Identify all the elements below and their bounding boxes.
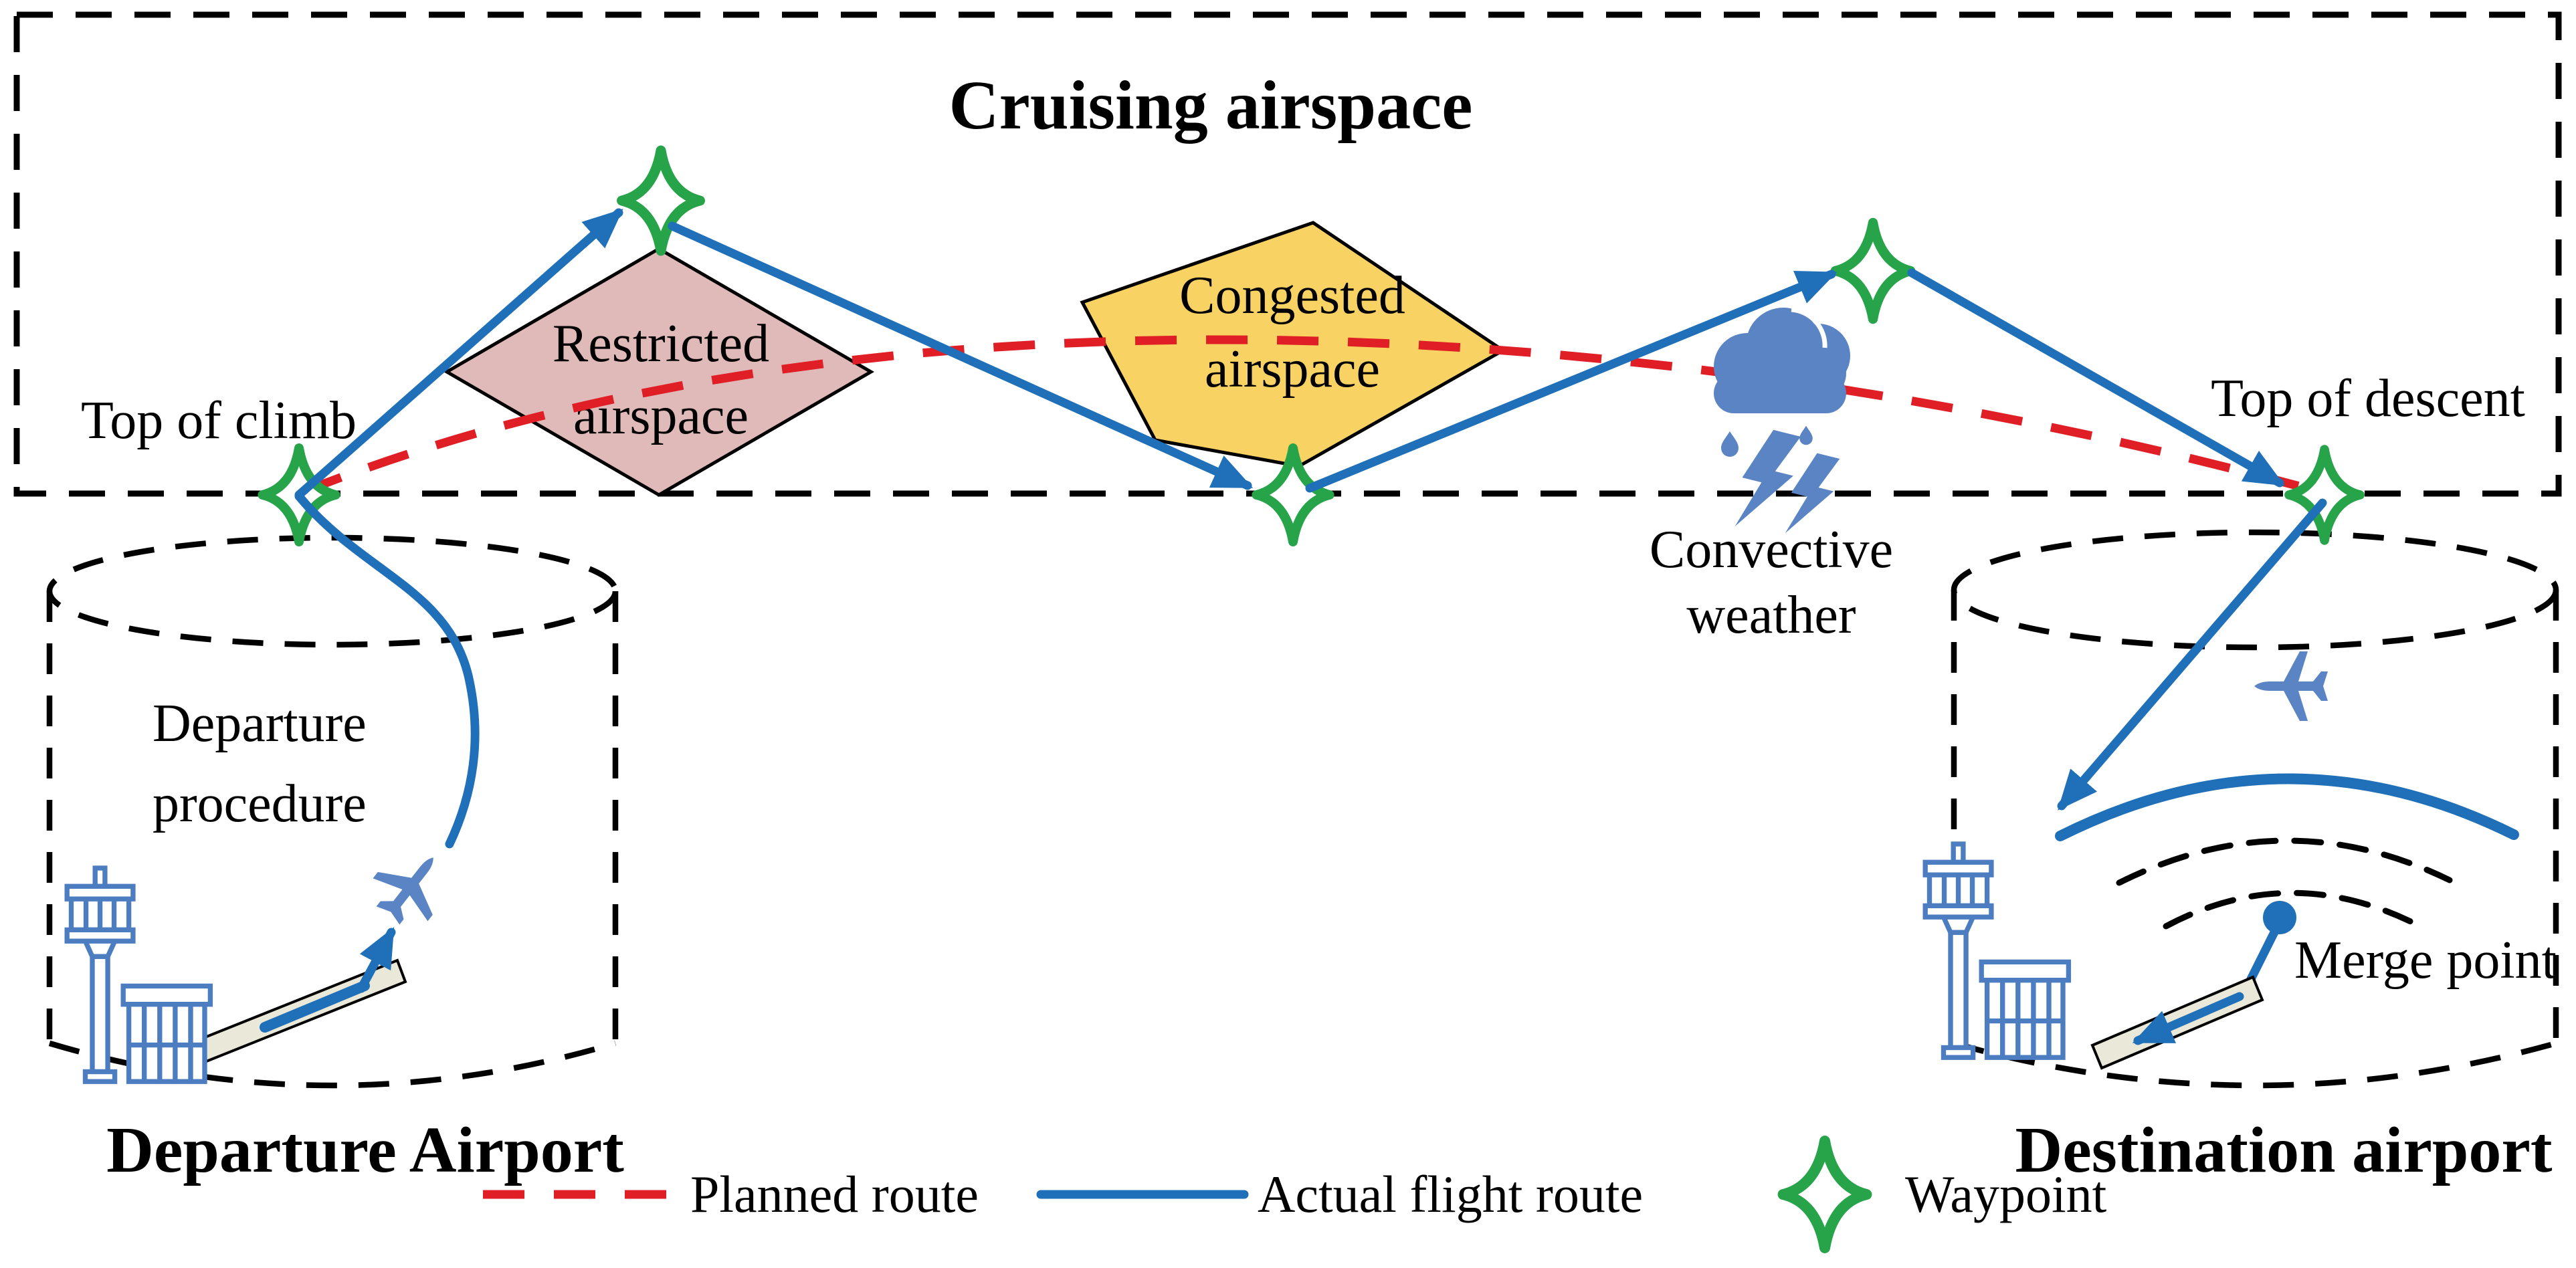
departure-airport-cylinder	[46, 534, 619, 1089]
destination-airport-label: Destination airport	[2015, 1114, 2553, 1186]
legend: Planned route Actual flight route Waypoi…	[483, 1141, 2107, 1248]
sequencing-arc	[2055, 773, 2519, 841]
departure-airport-label: Departure Airport	[106, 1114, 624, 1186]
convective-weather-label-line1: Convective	[1650, 520, 1893, 579]
congested-airspace-label-line1: Congested	[1179, 266, 1405, 325]
restricted-airspace-label-line1: Restricted	[553, 314, 769, 373]
waypoint-star-icon	[1783, 1141, 1867, 1248]
airplane-icon	[2254, 651, 2328, 721]
destination-airport-group	[1925, 651, 2519, 1070]
takeoff-roll-line	[260, 980, 370, 1033]
control-tower-icon	[67, 868, 210, 1081]
merge-point-label: Merge point	[2294, 931, 2557, 990]
cruising-airspace-boundary	[13, 11, 2562, 497]
legend-waypoint-label: Waypoint	[1905, 1165, 2107, 1223]
waypoint-star-icon	[1256, 448, 1329, 542]
airplane-icon	[361, 836, 461, 937]
control-tower-icon	[1925, 844, 2068, 1057]
legend-planned-route-label: Planned route	[690, 1165, 979, 1223]
congested-airspace-label-line2: airspace	[1205, 340, 1380, 399]
convective-weather-label-line2: weather	[1686, 586, 1856, 645]
waypoint-star-icon	[1836, 223, 1910, 319]
landing-arrow	[2132, 992, 2244, 1045]
approach-arc-dashed	[2116, 837, 2453, 886]
departure-procedure-label-line2: procedure	[153, 774, 367, 833]
diagram-title: Cruising airspace	[949, 67, 1473, 144]
restricted-airspace-label-line2: airspace	[573, 387, 749, 445]
departure-airport-group	[67, 836, 461, 1081]
top-of-climb-label: Top of climb	[81, 391, 357, 450]
merge-point-icon	[2244, 901, 2296, 988]
liftoff-arrow	[357, 927, 396, 993]
top-of-descent-label: Top of descent	[2211, 369, 2525, 428]
convective-weather-icon	[1714, 307, 1850, 542]
restricted-airspace-zone: Restricted airspace	[443, 247, 874, 497]
actual-flight-route	[294, 208, 2327, 849]
legend-actual-route-label: Actual flight route	[1258, 1165, 1643, 1223]
planned-route-line	[300, 335, 2322, 497]
departure-procedure-label-line1: Departure	[153, 694, 367, 753]
